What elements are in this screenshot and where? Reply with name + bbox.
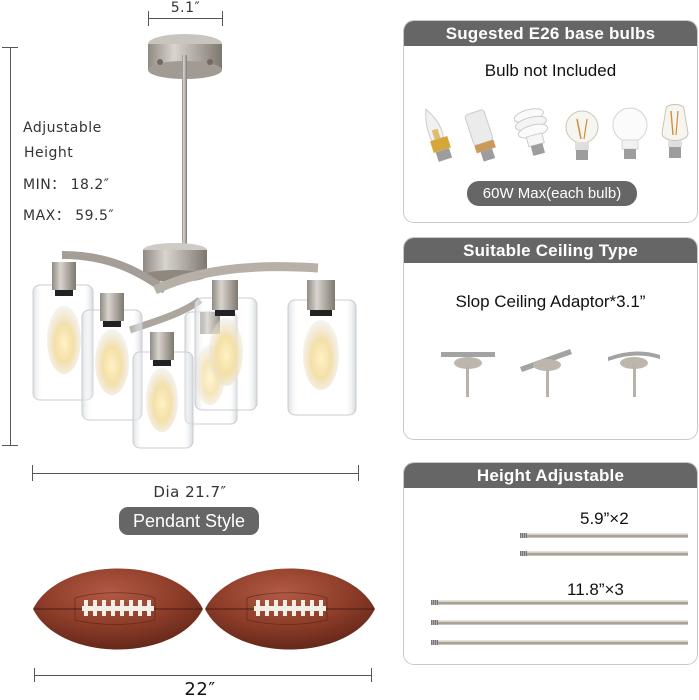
short-rods-label: 5.9”×2 <box>580 509 629 528</box>
st64-filament-bulb-icon <box>661 104 689 158</box>
short-rod <box>520 551 688 556</box>
top-width-dimension-line <box>149 18 222 19</box>
slope-adaptor-label: Slop Ceiling Adaptor*3.1” <box>455 292 646 311</box>
light-center-right <box>194 280 258 411</box>
top-width-label: 5.1″ <box>170 0 201 16</box>
max-height-label: MAX： 59.5″ <box>23 208 115 224</box>
ceiling-type-panel: Suitable Ceiling Type Slop Ceiling Adapt… <box>403 237 698 440</box>
spiral-cfl-bulb-icon <box>513 108 549 156</box>
min-height-label: MIN： 18.2″ <box>23 177 110 193</box>
flat-ceiling-icon <box>441 352 495 397</box>
short-rod <box>520 533 688 538</box>
height-dimension-line <box>10 47 11 445</box>
height-adjustable-panel: Height Adjustable 5.9”×2 11.8”×3 <box>403 462 698 665</box>
bulb-types-image <box>425 104 689 162</box>
candle-bulb-icon <box>425 108 453 162</box>
dimension-tick <box>222 11 223 26</box>
light-front-center <box>132 332 194 449</box>
light-left-inner <box>81 293 143 421</box>
dimension-tick <box>148 11 149 26</box>
sloped-ceiling-icon <box>520 349 572 397</box>
height-adjustable-panel-title: Height Adjustable <box>404 463 697 488</box>
dimension-tick <box>32 465 33 481</box>
chandelier-image <box>32 34 357 449</box>
a19-filament-bulb-icon <box>565 110 599 160</box>
light-right-outer <box>287 280 357 416</box>
a19-led-bulb-icon <box>612 107 648 159</box>
dimension-tick <box>371 668 372 682</box>
max-wattage-badge: 60W Max(each bulb) <box>467 181 637 206</box>
bulbs-panel-title: Sugested E26 base bulbs <box>404 21 697 46</box>
chandelier-area: 5.1″ Adjustable Height MIN： 18.2″ MAX： 5… <box>2 0 375 700</box>
football-left <box>33 568 203 650</box>
bulbs-panel: Sugested E26 base bulbs Bulb not Include… <box>403 20 698 223</box>
pendant-style-badge: Pendant Style <box>119 507 259 535</box>
long-rod <box>431 620 688 625</box>
dimension-tick <box>34 668 35 682</box>
diameter-dimension-line <box>33 473 358 474</box>
ceiling-type-panel-title: Suitable Ceiling Type <box>404 238 697 263</box>
dimension-tick <box>358 465 359 481</box>
long-rod <box>431 600 688 605</box>
height-label: Height <box>24 145 74 161</box>
light-left-outer <box>32 262 94 401</box>
comparison-width-label: 22″ <box>184 679 216 700</box>
curved-ceiling-icon <box>608 351 660 397</box>
ceiling-types-image <box>441 349 660 397</box>
football-right <box>205 568 375 650</box>
football-comparison-image <box>33 568 375 650</box>
diameter-label: Dia 21.7″ <box>153 483 227 501</box>
long-rods-label: 11.8”×3 <box>567 580 624 599</box>
corn-led-bulb-icon <box>464 109 496 162</box>
dimension-tick <box>2 445 18 446</box>
comparison-dimension-line <box>34 675 371 676</box>
long-rod <box>431 640 688 645</box>
bulb-not-included-label: Bulb not Included <box>484 61 617 80</box>
adjustable-label: Adjustable <box>23 120 102 136</box>
